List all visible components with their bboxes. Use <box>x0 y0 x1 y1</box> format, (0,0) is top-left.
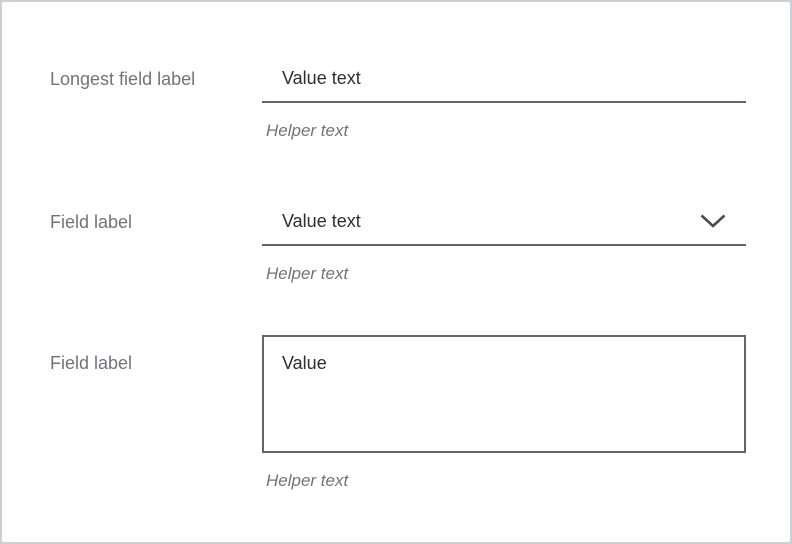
field-group: Longest field label Helper text Field la… <box>2 2 790 490</box>
helper-text: Helper text <box>266 264 349 283</box>
field-label: Field label <box>50 353 133 373</box>
select-value: Value text <box>282 211 361 231</box>
field-row-text-input: Longest field label Helper text <box>50 66 746 140</box>
textarea-input[interactable]: Value <box>262 335 746 453</box>
field-label: Field label <box>50 212 133 232</box>
field-control: Value Helper text <box>262 335 746 490</box>
select-input[interactable]: Value text <box>262 209 746 246</box>
text-input[interactable] <box>262 66 746 103</box>
chevron-down-icon <box>700 214 726 228</box>
helper-text: Helper text <box>266 471 349 490</box>
field-control: Value text Helper text <box>262 209 746 283</box>
field-row-select: Field label Value text Helper text <box>50 209 746 283</box>
field-label: Longest field label <box>50 69 196 89</box>
field-control: Helper text <box>262 66 746 140</box>
helper-text: Helper text <box>266 121 349 140</box>
field-row-textarea: Field label Value Helper text <box>50 335 746 490</box>
